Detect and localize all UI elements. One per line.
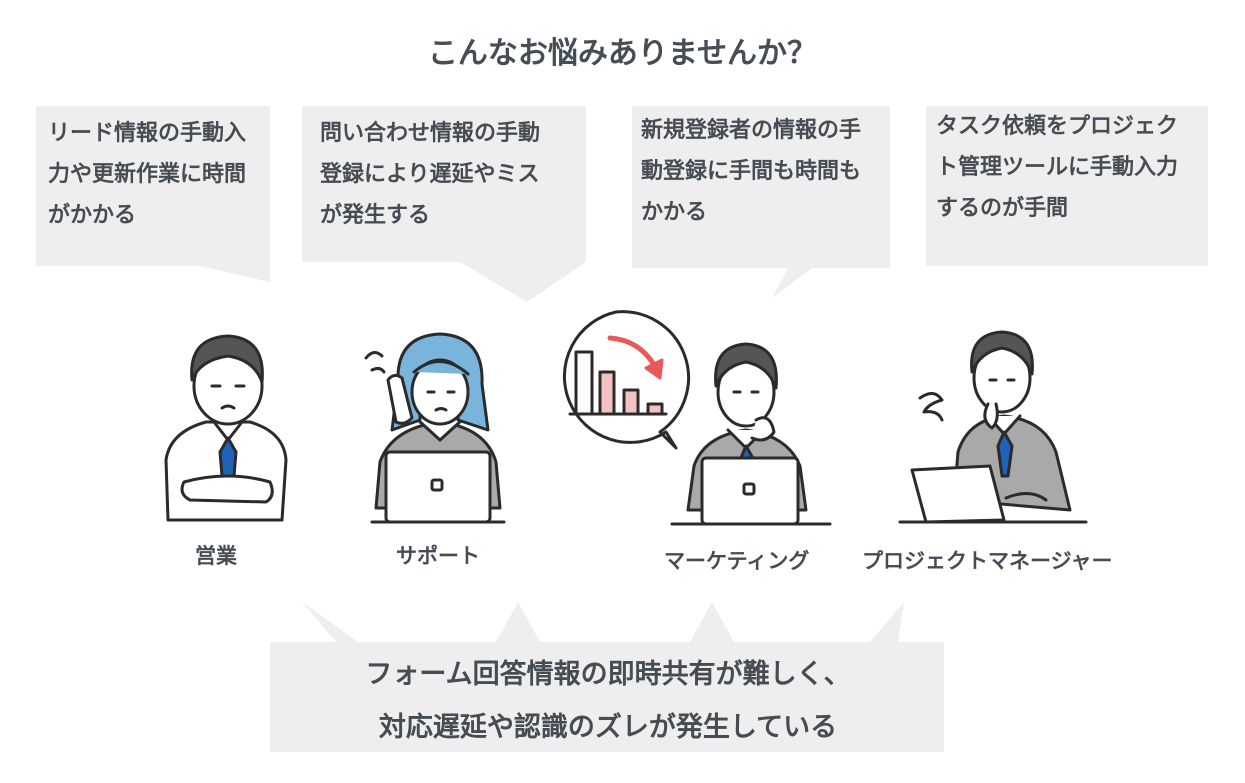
pm-person-illustration	[898, 330, 1088, 524]
concern-support: 問い合わせ情報の手動登録により遅延やミスが発生する	[320, 121, 541, 228]
role-label-support: サポート	[396, 544, 480, 568]
support-person-illustration	[364, 332, 506, 524]
bubble-marketing	[632, 106, 890, 298]
concern-pm: タスク依頼をプロジェクト管理ツールに手動入力するのが手間	[936, 114, 1179, 221]
role-label-marketing: マーケティング	[664, 549, 810, 573]
declining-chart-bubble	[563, 310, 690, 450]
page-title: こんなお悩みありませんか？	[427, 36, 818, 71]
role-label-sales: 営業	[195, 544, 237, 568]
bubble-pm	[926, 106, 1208, 292]
marketing-person-illustration	[670, 342, 832, 526]
concern-sales: リード情報の手動入力や更新作業に時間がかかる	[48, 121, 247, 228]
concern-marketing: 新規登録者の情報の手動登録に手間も時間もかかる	[641, 118, 862, 225]
role-label-pm: プロジェクトマネージャー	[862, 549, 1113, 573]
bubble-summary	[270, 602, 944, 752]
summary-text: フォーム回答情報の即時共有が難しく、 対応遅延や認識のズレが発生している	[365, 659, 851, 743]
bubble-sales	[36, 106, 270, 282]
bubble-support	[302, 106, 586, 302]
sales-person-illustration	[164, 334, 288, 522]
